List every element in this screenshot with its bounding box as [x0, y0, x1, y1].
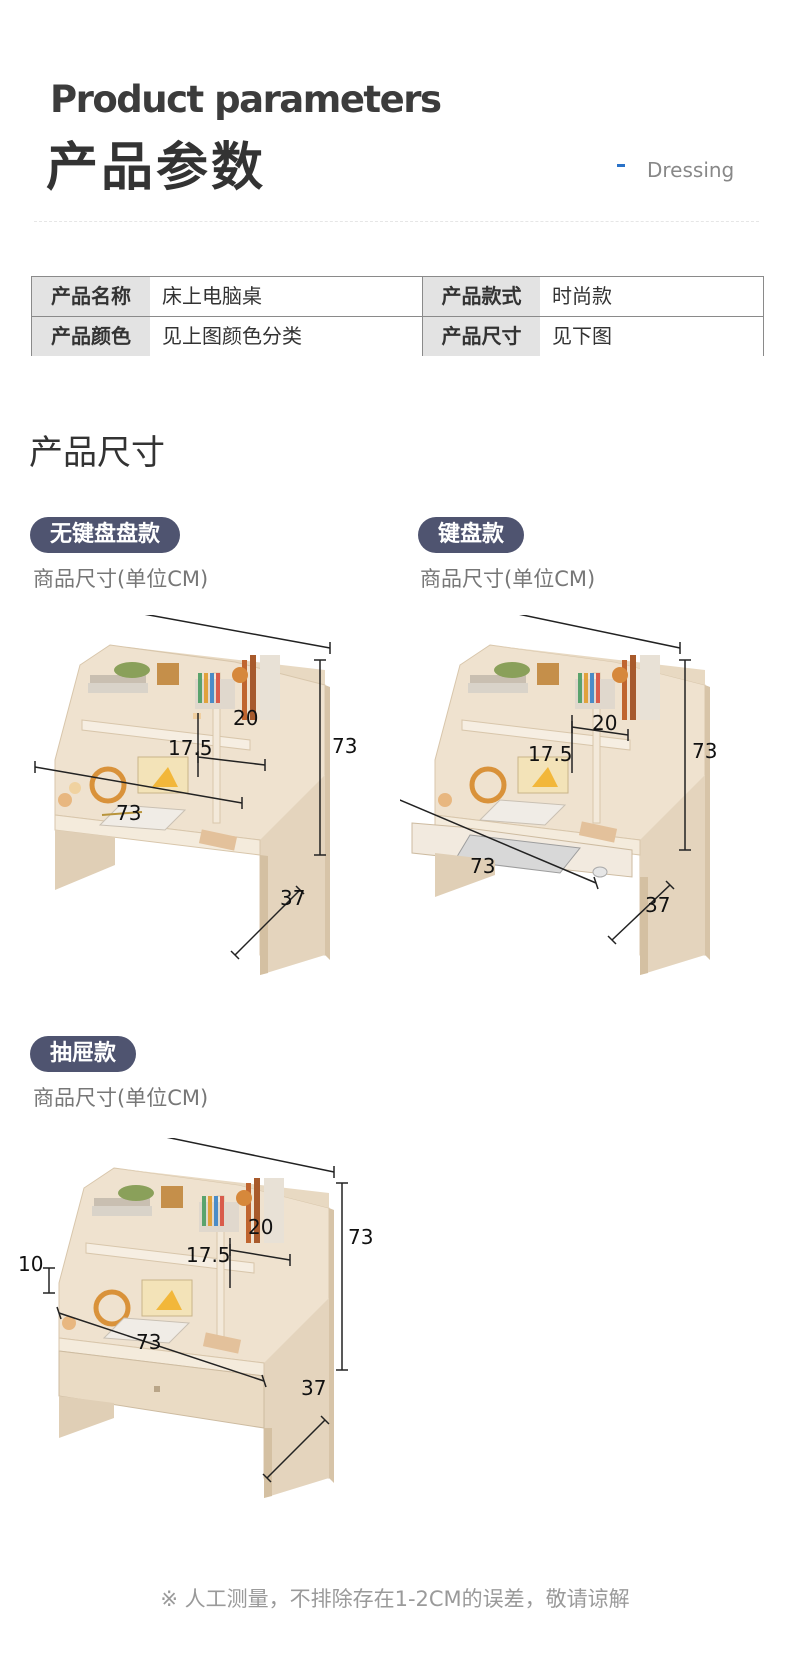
dim-shelf-height: 17.5	[168, 736, 213, 760]
params-row: 产品名称 床上电脑桌 产品款式 时尚款	[32, 277, 763, 317]
dressing-tag: Dressing	[647, 158, 735, 182]
page-title-cn: 产品参数	[46, 138, 267, 198]
params-row: 产品颜色 见上图颜色分类 产品尺寸 见下图	[32, 317, 763, 356]
param-label-size: 产品尺寸	[422, 317, 540, 356]
param-value-color: 见上图颜色分类	[150, 317, 422, 356]
param-value-style: 时尚款	[540, 277, 763, 316]
param-label-style: 产品款式	[422, 277, 540, 316]
dim-drawer-height: 10	[18, 1252, 43, 1276]
dim-depth: 37	[301, 1376, 326, 1400]
variant-pill-no-keyboard: 无键盘盘款	[30, 517, 181, 553]
variant-pill-keyboard: 键盘款	[418, 517, 525, 553]
size-section-title: 产品尺寸	[29, 433, 165, 473]
dim-front-width: 73	[470, 854, 495, 878]
dim-shelf-width: 20	[592, 711, 617, 735]
dash-mark	[617, 164, 625, 167]
params-table: 产品名称 床上电脑桌 产品款式 时尚款 产品颜色 见上图颜色分类 产品尺寸 见下…	[31, 276, 764, 356]
dim-front-width: 73	[136, 1330, 161, 1354]
variant-pill-drawer: 抽屉款	[30, 1036, 137, 1072]
variant-unit-label: 商品尺寸(单位CM)	[420, 567, 596, 591]
dim-depth: 37	[280, 886, 305, 910]
dim-front-width: 73	[116, 801, 141, 825]
param-value-name: 床上电脑桌	[150, 277, 422, 316]
dim-shelf-height: 17.5	[186, 1243, 231, 1267]
dim-height: 73	[348, 1225, 373, 1249]
variant-unit-label: 商品尺寸(单位CM)	[33, 1086, 209, 1110]
param-value-size: 见下图	[540, 317, 763, 356]
desk-illustration-drawer: 75 73 73 37 20 17.5 10	[18, 1138, 373, 1498]
measurement-footnote: ※ 人工测量，不排除存在1-2CM的误差，敬请谅解	[160, 1587, 630, 1611]
dim-height: 73	[332, 734, 357, 758]
desk-illustration-keyboard: 75 73 73 37 20 17.5	[400, 615, 717, 975]
desk-illustration-no-keyboard: 75 73 73 37 20 17.5	[34, 615, 357, 975]
page-title-en: Product parameters	[50, 78, 442, 121]
dim-depth: 37	[645, 893, 670, 917]
variant-unit-label: 商品尺寸(单位CM)	[33, 567, 209, 591]
dim-shelf-width: 20	[233, 706, 258, 730]
dim-shelf-height: 17.5	[528, 742, 573, 766]
header-divider	[34, 221, 759, 222]
dim-height: 73	[692, 739, 717, 763]
dim-shelf-width: 20	[248, 1215, 273, 1239]
param-label-name: 产品名称	[32, 277, 150, 316]
param-label-color: 产品颜色	[32, 317, 150, 356]
